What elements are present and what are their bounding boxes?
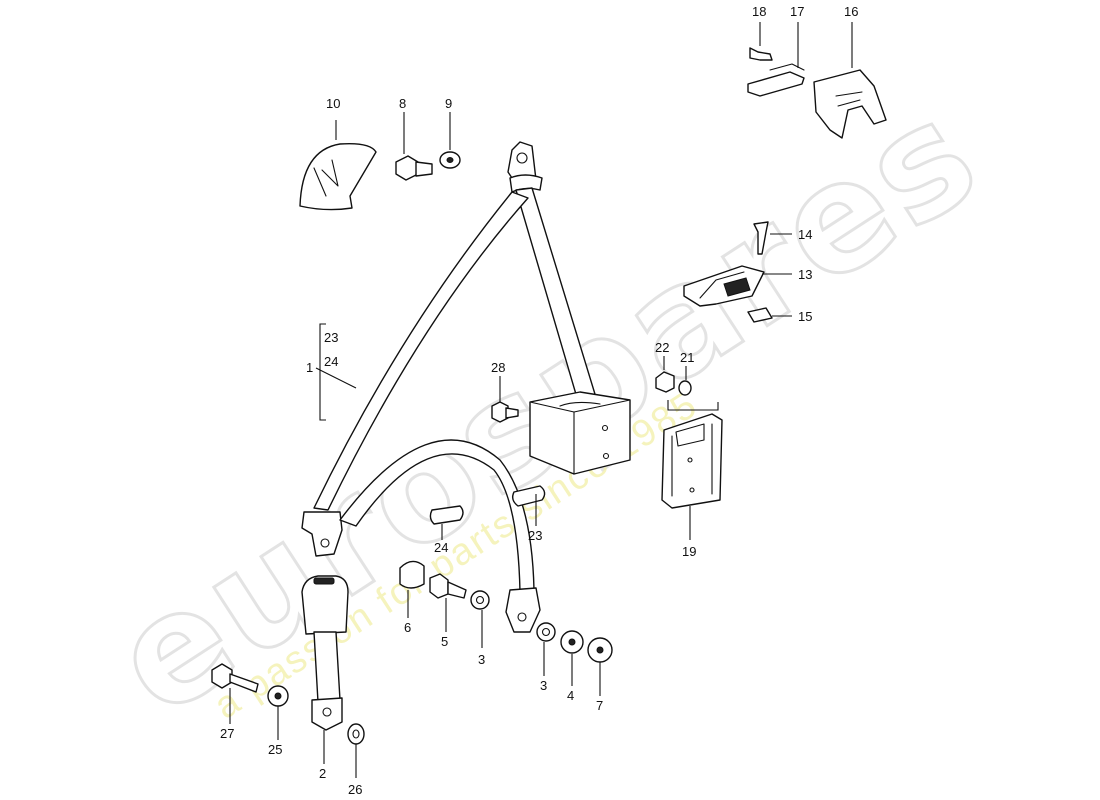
- part-14-screw: [753, 221, 769, 255]
- buckle-head: [301, 575, 349, 635]
- part-27-bolt: [211, 663, 259, 693]
- part-8-bolt: [395, 155, 433, 181]
- buckle-stalk: [313, 631, 341, 703]
- callout-23: 23: [528, 528, 542, 543]
- part-13-cover: [683, 265, 765, 307]
- callout-24-bracket: 24: [324, 354, 338, 369]
- callout-14: 14: [798, 227, 812, 242]
- callout-26: 26: [348, 782, 362, 797]
- part-10-cover: [299, 142, 377, 211]
- arc-end-plate: [505, 587, 541, 633]
- callout-4: 4: [567, 688, 574, 703]
- shoulder-belt: [301, 141, 599, 557]
- leader-lines: [229, 22, 853, 778]
- callout-19: 19: [682, 544, 696, 559]
- lower-end-plate: [301, 511, 343, 557]
- part-16-guide: [813, 69, 887, 139]
- part-3-washer-lower: [536, 622, 556, 642]
- part-5-bolt: [429, 573, 467, 599]
- retractor: [529, 391, 631, 475]
- callout-3-lower: 3: [540, 678, 547, 693]
- callout-17: 17: [790, 4, 804, 19]
- callout-13: 13: [798, 267, 812, 282]
- callout-28: 28: [491, 360, 505, 375]
- part-23-spacer: [511, 485, 546, 507]
- part-24-spacer: [429, 505, 464, 525]
- callout-1: 1: [306, 360, 313, 375]
- callout-16: 16: [844, 4, 858, 19]
- callout-9: 9: [445, 96, 452, 111]
- callout-24: 24: [434, 540, 448, 555]
- part-22-nut: [655, 371, 675, 393]
- part-6-sleeve: [399, 560, 425, 589]
- callout-21: 21: [680, 350, 694, 365]
- part-21-washer: [678, 380, 692, 396]
- callout-2: 2: [319, 766, 326, 781]
- part-17-bracket: [747, 63, 805, 97]
- callout-7: 7: [596, 698, 603, 713]
- callout-6: 6: [404, 620, 411, 635]
- callout-5: 5: [441, 634, 448, 649]
- callout-8: 8: [399, 96, 406, 111]
- part-25-washer: [267, 685, 289, 707]
- part-26-washer: [347, 723, 365, 745]
- part-7-spacer: [587, 637, 613, 663]
- part-3-washer-upper: [470, 590, 490, 610]
- callout-23-bracket: 23: [324, 330, 338, 345]
- callout-27: 27: [220, 726, 234, 741]
- part-4-spacer: [560, 630, 584, 654]
- buckle-assembly: [301, 575, 349, 731]
- callout-15: 15: [798, 309, 812, 324]
- buckle-arc-belt: [339, 439, 541, 633]
- callout-3-upper: 3: [478, 652, 485, 667]
- part-18-screw: [749, 47, 773, 61]
- part-19-plate: [661, 413, 723, 509]
- callout-18: 18: [752, 4, 766, 19]
- belt-webbing-diagonal: [313, 191, 529, 511]
- callout-25: 25: [268, 742, 282, 757]
- callout-22: 22: [655, 340, 669, 355]
- callout-labels: 10 8 9 18 17 16 14 13 15 22 21 19 28 23 …: [220, 4, 858, 797]
- part-9-washer: [439, 151, 461, 169]
- callout-10: 10: [326, 96, 340, 111]
- part-15-clip: [747, 307, 773, 323]
